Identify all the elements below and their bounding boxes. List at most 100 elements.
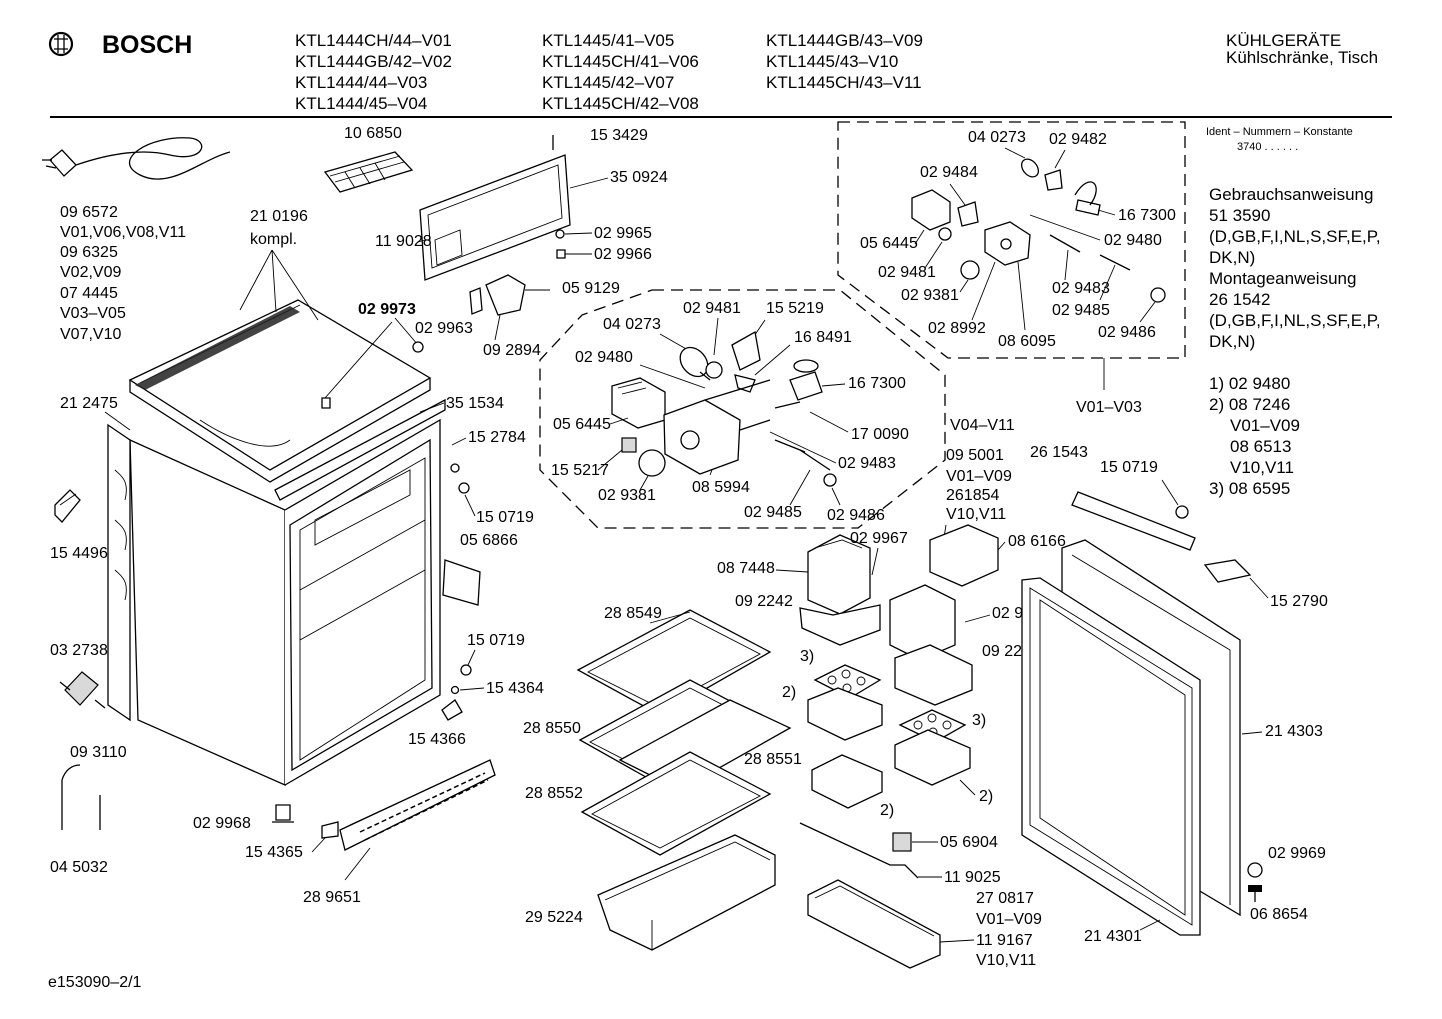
model-code: KTL1445/41–V05 (542, 31, 674, 50)
part-number: 09 3110 (70, 744, 127, 761)
cabinet-top-lid (128, 299, 432, 483)
part-number: 06 8654 (1250, 906, 1308, 923)
part-number: 15 5219 (766, 300, 824, 317)
part-number: 26 1543 (1030, 444, 1088, 461)
part-number: 09 2894 (483, 342, 541, 359)
ident-label: Ident – Nummern – Konstante (1206, 126, 1353, 138)
sensor-part-drawing (59, 671, 106, 709)
wire-bracket-icon (799, 822, 919, 879)
part-number: 28 8549 (604, 605, 662, 622)
part-number: 02 9481 (683, 300, 741, 317)
door-bin-drawing (894, 644, 973, 706)
screw-icon (1247, 862, 1263, 878)
part-number: 15 5217 (551, 462, 609, 479)
part-number: 02 9968 (193, 815, 251, 832)
part-number: 04 5032 (50, 859, 108, 876)
door-bin-drawing (929, 524, 999, 587)
part-number: 07 4445 (60, 285, 118, 302)
bottle-shelf-drawing (807, 879, 941, 969)
part-number: 11 9167 (976, 932, 1033, 949)
part-number: 28 8552 (525, 785, 583, 802)
part-number: 261854 (946, 487, 999, 504)
door-handle-cap-icon (1203, 559, 1252, 583)
part-number: 35 0924 (610, 169, 668, 186)
clip-icon (621, 437, 637, 453)
part-number: 02 9482 (1049, 131, 1107, 148)
part-number: 17 0090 (851, 426, 909, 443)
part-number: 02 9483 (1052, 280, 1110, 297)
part-number: 28 8551 (744, 751, 802, 768)
cover-plate-icon (442, 559, 481, 606)
model-code: KTL1444/45–V04 (295, 94, 427, 113)
door-bin-drawing (799, 604, 881, 646)
knob-icon (960, 260, 980, 280)
part-number: 05 6445 (553, 416, 611, 433)
screw-icon (1175, 505, 1189, 519)
part-number: 28 8550 (523, 720, 581, 737)
part-number: 02 9480 (1104, 232, 1162, 249)
footnote-ref: 2) (979, 788, 993, 805)
model-code: KTL1444/44–V03 (295, 73, 427, 92)
model-code: KTL1445/43–V10 (766, 52, 898, 71)
part-number: 29 5224 (525, 909, 583, 926)
part-number: 08 5994 (692, 479, 750, 496)
part-number: 05 6904 (940, 834, 998, 851)
door-bin-drawing (889, 584, 956, 661)
bulb-icon (679, 346, 711, 381)
screw-icon (321, 397, 331, 409)
model-code: KTL1444GB/42–V02 (295, 52, 452, 71)
variant-label: V03–V05 (60, 305, 126, 322)
part-number: 15 2784 (468, 429, 526, 446)
part-number: 02 9486 (1098, 324, 1156, 341)
manual-mount-languages: DK,N) (1209, 332, 1255, 351)
footnote: 1) 02 9480 (1209, 374, 1290, 393)
part-number: 02 9965 (594, 225, 652, 242)
document-id: e153090–2/1 (48, 974, 142, 991)
variant-label: V01,V06,V08,V11 (60, 224, 186, 241)
part-number: 05 9129 (562, 280, 620, 297)
part-number: 03 2738 (50, 642, 108, 659)
foot-screw-icon (272, 804, 294, 823)
cabinet-body (107, 398, 446, 786)
bosch-logo: BOSCH (48, 31, 192, 59)
part-number: 02 9969 (1268, 845, 1326, 862)
variant-range: V01–V03 (1076, 399, 1142, 416)
part-number: 02 9485 (744, 504, 802, 521)
footnote: 3) 08 6595 (1209, 479, 1290, 498)
manual-use-number: 51 3590 (1209, 206, 1270, 225)
part-number: 16 7300 (1118, 207, 1176, 224)
part-number: 21 4303 (1265, 723, 1323, 740)
butter-tray-drawing (807, 687, 883, 741)
assembly-group-v01-v03 (837, 121, 1186, 359)
cable-drawing (61, 764, 101, 830)
part-note: kompl. (250, 231, 297, 248)
leader-line (239, 249, 319, 321)
part-number: 02 9481 (878, 264, 936, 281)
clip-icon (321, 821, 339, 839)
part-number: 11 9028 (375, 233, 432, 250)
part-number-highlight: 02 9973 (358, 301, 416, 318)
part-number: 05 6866 (460, 532, 518, 549)
door-strip-icon (1071, 491, 1196, 551)
power-cord-drawing (42, 137, 231, 180)
category-subtitle: Kühlschränke, Tisch (1226, 48, 1378, 67)
part-number: 02 9963 (415, 320, 473, 337)
variant-label: V10,V11 (976, 952, 1036, 969)
hinge-bracket-drawing (54, 489, 81, 523)
part-number: 02 9381 (901, 287, 959, 304)
manual-use-languages: (D,GB,F,I,NL,S,SF,E,P, (1209, 227, 1381, 246)
model-list-col2: KTL1445/41–V05 KTL1445CH/41–V06 KTL1445/… (542, 31, 699, 113)
variant-label: V10,V11 (946, 506, 1006, 523)
footnote-ref: 3) (800, 648, 814, 665)
part-number: 21 2475 (60, 395, 118, 412)
clip-icon (892, 832, 912, 852)
footnote-ref: 3) (972, 712, 986, 729)
brand-name: BOSCH (102, 31, 192, 59)
part-number: 08 6095 (998, 333, 1056, 350)
cord-labels: 09 6572 V01,V06,V08,V11 09 6325 V02,V09 … (60, 204, 186, 343)
knob-icon (638, 449, 666, 477)
part-number: 15 0719 (1100, 459, 1158, 476)
hinge-pin-icon (441, 699, 463, 721)
footnote: 2) 08 7246 (1209, 395, 1290, 414)
